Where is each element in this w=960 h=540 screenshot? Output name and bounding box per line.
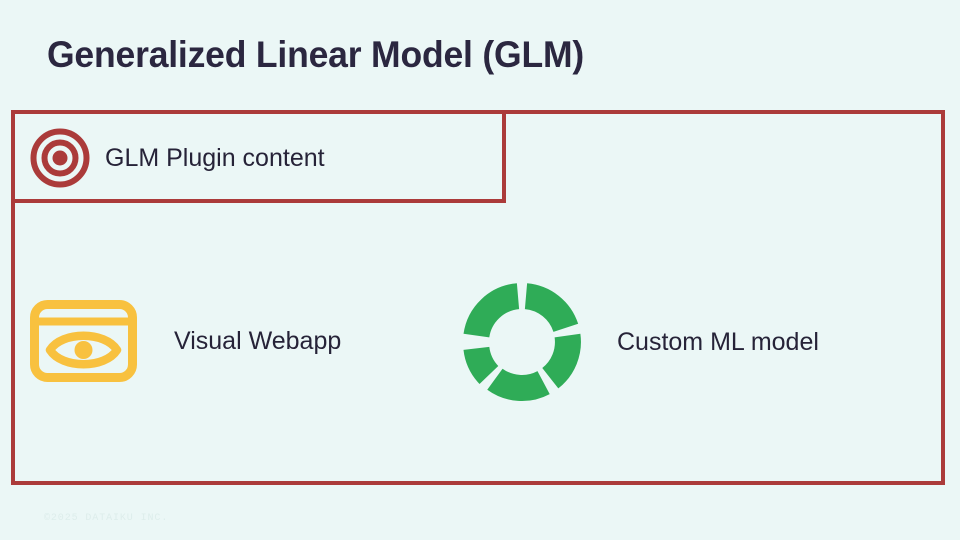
visual-webapp-label: Visual Webapp: [174, 326, 342, 355]
glm-plugin-content-item: GLM Plugin content: [30, 128, 325, 188]
browser-eye-icon: [30, 300, 137, 382]
footer-copyright: ©2025 DATAIKU INC.: [44, 513, 169, 524]
segmented-donut-chart-icon: [457, 282, 587, 402]
target-bullseye-icon: [30, 128, 90, 188]
visual-webapp-item: Visual Webapp: [30, 300, 341, 382]
glm-plugin-container: [11, 110, 506, 203]
glm-plugin-content-label: GLM Plugin content: [105, 143, 325, 172]
custom-ml-model-item: Custom ML model: [457, 282, 819, 402]
custom-ml-model-label: Custom ML model: [617, 327, 819, 356]
page-title: Generalized Linear Model (GLM): [47, 34, 584, 75]
